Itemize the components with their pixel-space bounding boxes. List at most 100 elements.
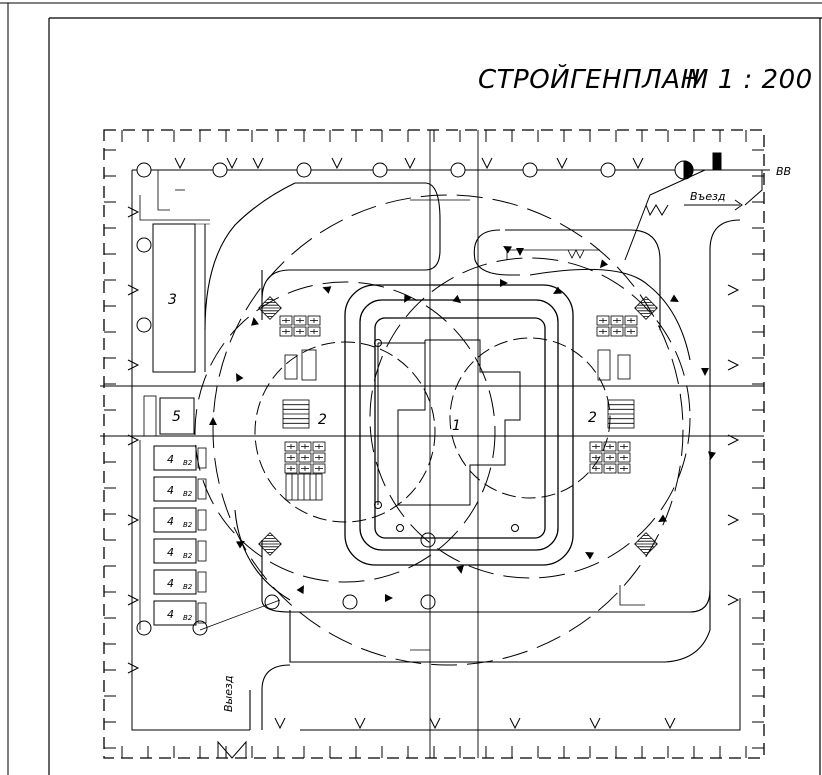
cabin-annex [197,447,207,469]
direction-arrow [251,317,259,326]
storage-cell [610,315,624,326]
lighting-pole [600,162,616,178]
storage-hatch [282,329,290,334]
storage-cell [617,463,631,474]
cabin-annex [197,602,207,624]
crane-left-label: 2 [318,412,327,428]
storage-hatch [310,329,318,334]
material-stack-lines [283,404,309,424]
cabin-annex [197,478,207,500]
grid-axes [100,130,764,758]
storage-hatch [315,466,323,471]
storage-hatch [592,466,600,471]
plan-title: СТРОЙГЕНПЛАН [478,63,701,95]
entry-gate [624,152,770,261]
storage-cell [279,326,293,337]
direction-arrow [456,565,464,574]
storage-hatch [627,329,635,334]
storage-hatch [592,444,600,449]
storage-cell [298,441,312,452]
storage-cell [603,441,617,452]
cabin-number: 4 [167,484,174,497]
direction-arrow [322,286,332,294]
direction-arrow [708,451,716,460]
lighting-pole [136,162,152,178]
cabin-annex [197,571,207,593]
direction-arrow [670,294,679,302]
storage-cell [603,463,617,474]
storage-cell [284,463,298,474]
direction-arrow [236,373,244,382]
site-boundary [103,129,765,759]
storage-cell [624,326,638,337]
cabin-sub-label: В2 [183,583,193,591]
temporary-fence [127,157,741,731]
storage-cell [298,452,312,463]
storage-hatch [620,455,628,460]
cabin-sub-label: В2 [183,490,193,498]
storage-hatch [282,318,290,323]
crane-zones [194,194,691,666]
storage-cell [307,315,321,326]
cabin [153,569,197,595]
lighting-pole [264,594,280,610]
storage-cell [589,463,603,474]
storage-cell [298,463,312,474]
storage-cell [312,441,326,452]
lighting-poles [136,162,616,636]
cabin-sub-label: В2 [183,614,193,622]
storage-hatch [301,455,309,460]
direction-arrow [503,246,512,254]
storage-hatch [627,318,635,323]
storage-hatch [599,318,607,323]
exit-label: Выезд [222,676,235,712]
direction-arrow [404,294,412,303]
storage-hatch [310,318,318,323]
storage-hatch [287,455,295,460]
storage-hatch [620,444,628,449]
storage-cell [610,326,624,337]
storage-cell [617,441,631,452]
cabin-annex [197,540,207,562]
storage-hatch [301,444,309,449]
main-building-label: 1 [452,418,461,434]
storage-hatch [620,466,628,471]
storage-cell [284,441,298,452]
crane-right-label: 2 [588,410,597,426]
plan-scale: М 1 : 200 [686,65,813,95]
traffic-arrows [209,246,716,602]
storage-hatch [606,466,614,471]
office-building [143,395,195,437]
cabin-number: 4 [167,453,174,466]
cabin-sub-label: В2 [183,521,193,529]
building-contour [344,284,574,566]
storage-hatch [606,444,614,449]
direction-arrow [701,368,709,376]
storage-cell [589,441,603,452]
material-stack-lines [608,404,634,424]
storage-hatch [606,455,614,460]
direction-arrow [209,417,217,425]
storage-hatch [301,466,309,471]
cabin-number: 4 [167,577,174,590]
storage-cell [284,452,298,463]
storage-hatch [592,455,600,460]
storage-hatch [287,466,295,471]
lighting-pole [450,162,466,178]
cabin-number: 4 [167,515,174,528]
lighting-pole [212,162,228,178]
storage-hatch [599,329,607,334]
utility-marker: ВВ [776,165,791,178]
lighting-pole [296,162,312,178]
cabin-number: 4 [167,608,174,621]
storage-hatch [315,455,323,460]
cabin [153,476,197,502]
office-label: 5 [172,409,181,425]
entry-label: Въезд [690,190,726,203]
storage-hatch [613,318,621,323]
cabin-number: 4 [167,546,174,559]
storage-hatch [287,444,295,449]
storage-cell [293,315,307,326]
